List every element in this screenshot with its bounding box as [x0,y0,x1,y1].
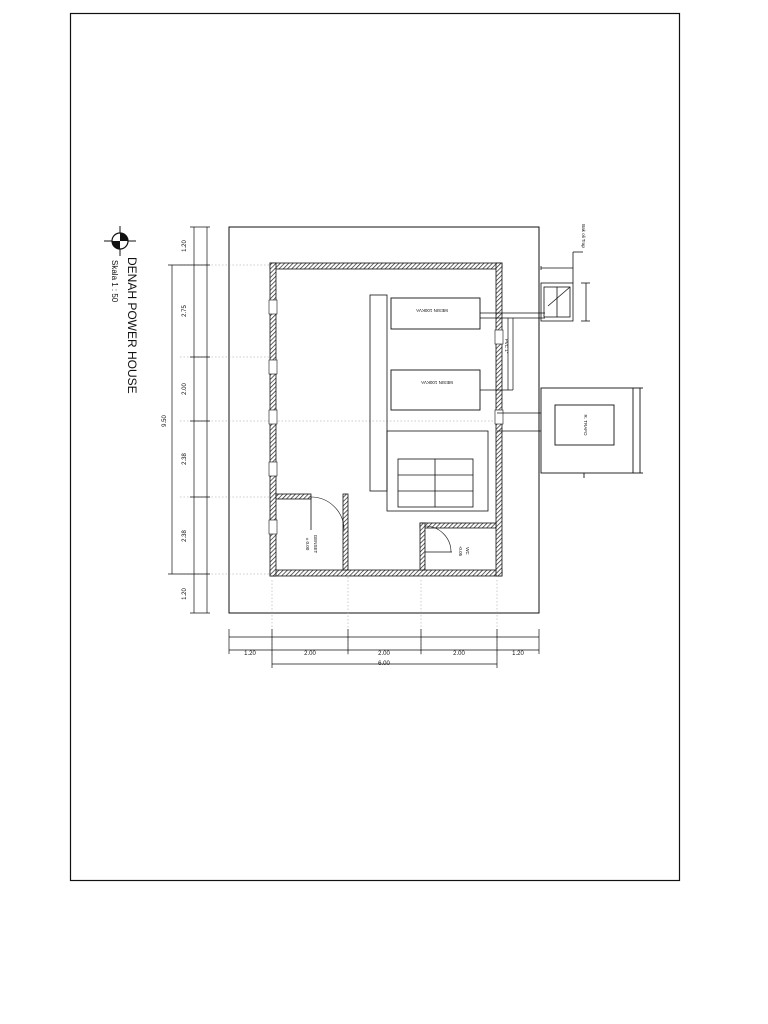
dim-left-2: 2.75 [182,305,188,317]
dim-bottom-total: 6.00 [378,661,390,667]
exhaust-pipe [480,312,545,432]
wc-label: WC [465,547,470,555]
trafo-room [540,387,643,478]
guide-lines [180,264,500,655]
genset-room-label: GENSET [313,535,318,554]
north-arrow-icon [104,226,136,256]
dim-left-1: 1.20 [182,240,188,252]
dim-bottom-2: 2.00 [304,651,316,657]
wc-level-label: -0.05 [458,546,463,557]
machine-foundation [369,294,388,492]
pipe-label: PVC 1" [504,339,509,354]
machine-2-outline [390,369,481,411]
machine-2-label: MESIN 100KVA [421,380,453,385]
dim-left-total: 9.50 [162,415,168,427]
building-walls [269,262,503,577]
dim-left-3: 2.00 [182,383,188,395]
doors [310,496,452,553]
drawing-scale: Skala 1 : 50 [110,260,119,303]
dim-bottom-4: 2.00 [453,651,465,657]
window-openings [268,299,504,535]
bottom-dimension-lines [228,629,540,668]
trafo-label: R. TRAFO [583,415,588,436]
machine-1-outline [390,297,481,330]
drawing-title: DENAH POWER HOUSE [125,257,139,394]
panel-base [386,430,489,512]
genset-level-label: ± 0.00 [305,538,310,551]
sheet-border [69,12,681,882]
dim-bottom-1: 1.20 [244,651,256,657]
oil-trap [540,251,590,322]
site-boundary [228,226,540,614]
oil-trap-label: Bak oli Trap [581,224,586,248]
dim-bottom-5: 1.20 [512,651,524,657]
dim-left-5: 2.38 [182,530,188,542]
dim-left-6: 1.20 [182,588,188,600]
control-panel-grid [397,458,474,508]
dim-bottom-3: 2.00 [378,651,390,657]
left-dimension-lines [168,226,210,614]
dim-left-4: 2.38 [182,453,188,465]
machine-1-label: MESIN 100KVA [416,308,448,313]
